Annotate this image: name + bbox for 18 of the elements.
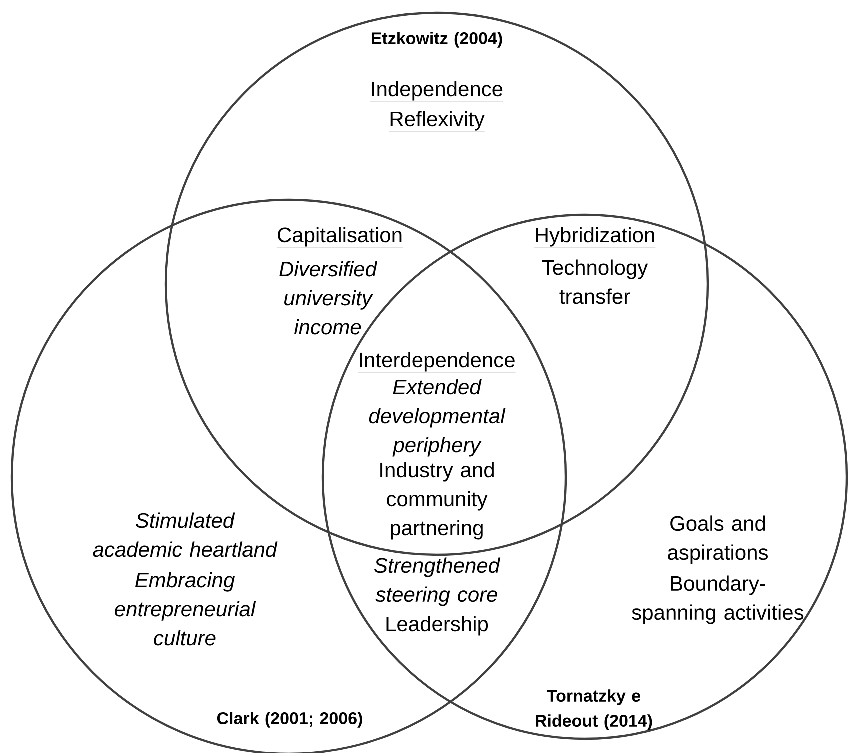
concept-text: Extended developmental periphery — [369, 379, 506, 457]
concept-text: Embracing entrepreneurial culture — [115, 572, 256, 646]
concept-text: Hybridization — [534, 227, 656, 248]
concept-text: Capitalisation — [276, 227, 404, 248]
concept-text: Diversified university income — [280, 261, 378, 335]
author-label: Tornatzky e Rideout (2014) — [536, 690, 652, 730]
author-label: Clark (2001; 2006) — [217, 712, 362, 728]
concept-text: Strengthened steering core — [374, 558, 501, 606]
author-label: Etzkowitz (2004) — [372, 32, 502, 48]
concept-text: Industry and community partnering — [380, 462, 494, 540]
concept-text: Leadership — [386, 616, 488, 636]
concept-text: Goals and aspirations — [668, 516, 768, 564]
concept-text: Interdependence — [358, 352, 516, 374]
concept-text: Reflexivity — [388, 111, 486, 132]
concept-text: Independence — [370, 81, 504, 102]
concept-text: Stimulated academic heartland — [93, 512, 278, 558]
concept-text: Boundary-spanning activities — [632, 576, 804, 624]
concept-text: Technology transfer — [542, 260, 648, 304]
